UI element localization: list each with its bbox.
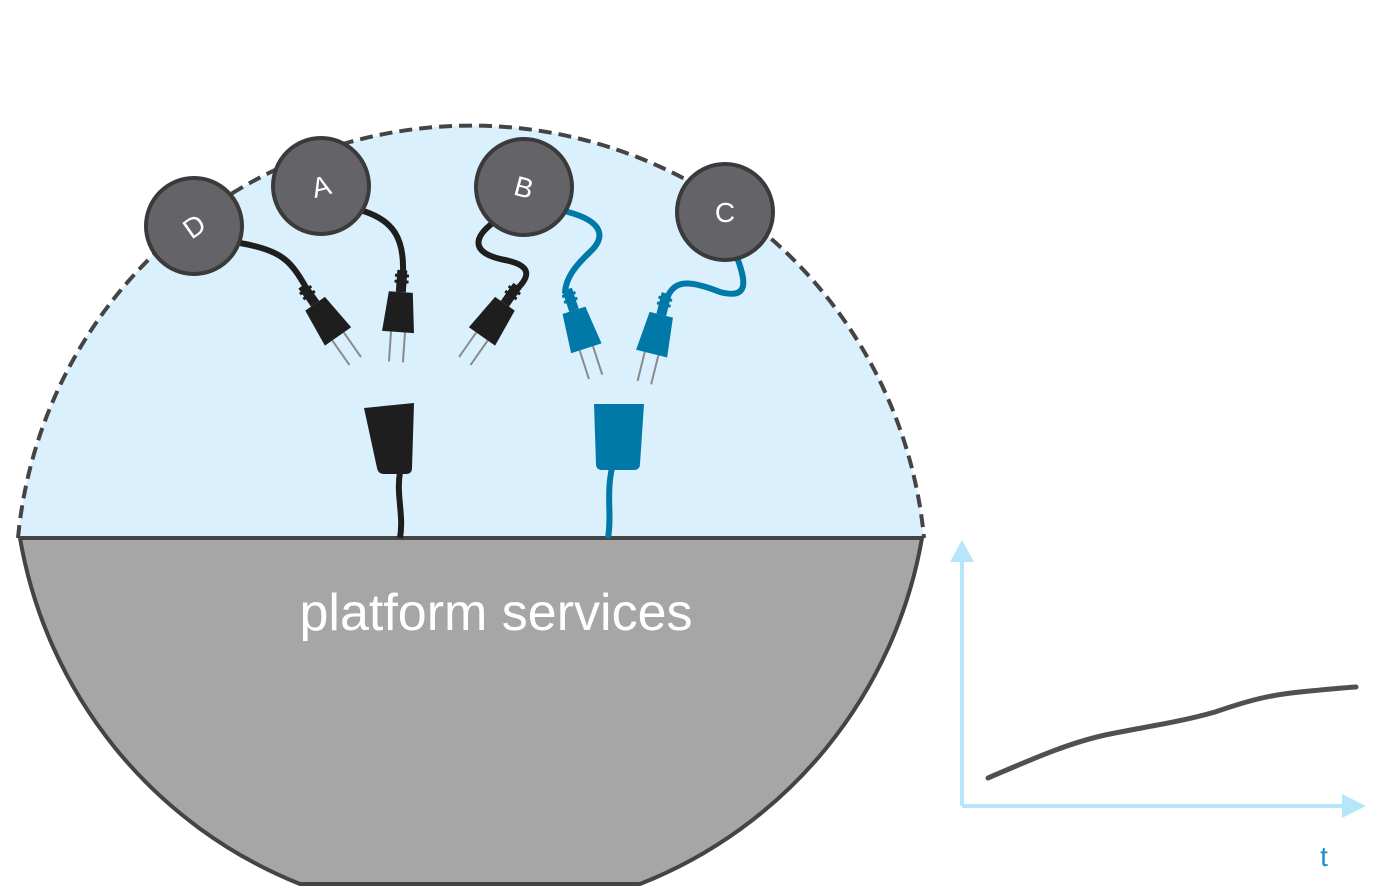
- service-a: A: [271, 136, 371, 236]
- trend-chart: t: [950, 540, 1366, 872]
- circle-dashed-outline: [16, 123, 926, 539]
- plug-b: [458, 282, 522, 366]
- plug-b-blue: [561, 287, 604, 380]
- service-d: D: [144, 176, 244, 276]
- plug-c: [636, 292, 673, 385]
- cable-b-blue: [562, 209, 603, 295]
- socket-black: [364, 403, 414, 539]
- service-b: B: [474, 137, 574, 237]
- service-c: C: [675, 162, 775, 262]
- trend-curve: [985, 684, 1359, 781]
- plug-d: [298, 282, 362, 366]
- socket-blue: [594, 404, 644, 539]
- y-axis-arrow: [950, 540, 974, 562]
- platform-area: [17, 536, 925, 886]
- x-axis-arrow: [1342, 794, 1366, 818]
- cable-d: [237, 240, 307, 287]
- cable-c: [665, 257, 747, 299]
- service-c-label: C: [715, 197, 735, 228]
- cables: [237, 207, 747, 299]
- platform-label: platform services: [300, 584, 693, 642]
- plug-a: [382, 269, 414, 363]
- x-axis-label: t: [1320, 841, 1328, 872]
- cable-b: [475, 219, 530, 293]
- sky-area: [18, 125, 924, 539]
- cable-a: [357, 207, 407, 275]
